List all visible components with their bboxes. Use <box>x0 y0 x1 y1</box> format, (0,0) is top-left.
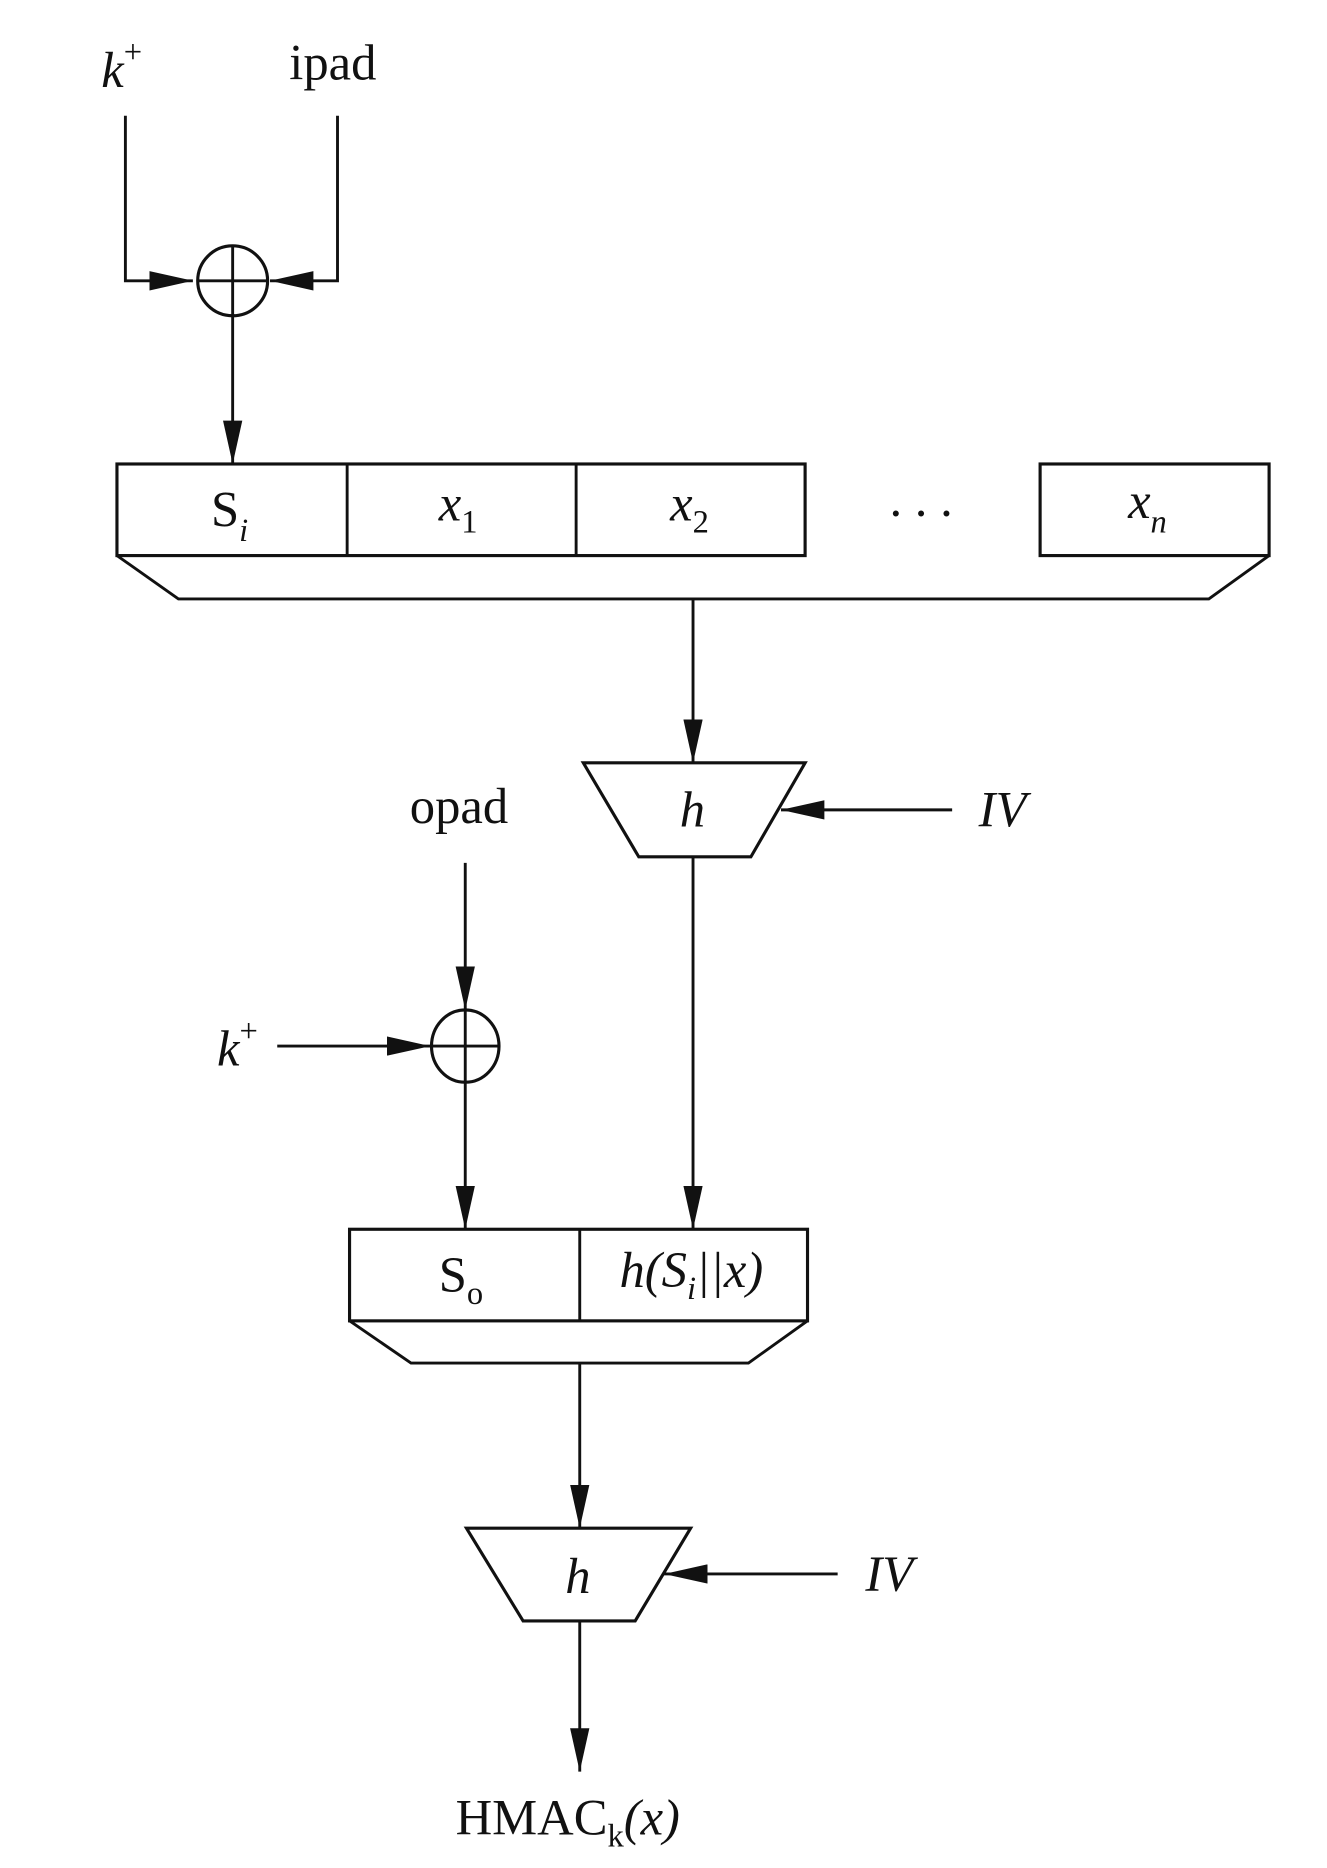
iv-top-label: IV <box>978 782 1032 838</box>
outer-message-row <box>347 1227 810 1365</box>
inner-message-row <box>115 462 1271 601</box>
inner-hash-label: h <box>680 782 705 838</box>
block-si: Si <box>211 482 248 549</box>
ipad-label: ipad <box>289 35 376 91</box>
iv-bottom-label: IV <box>864 1546 918 1602</box>
block-x1: x1 <box>438 476 478 541</box>
ipad-to-xor-arrow <box>270 115 339 291</box>
xor-mid-icon <box>429 1008 501 1084</box>
key-top-label: k+ <box>101 35 142 98</box>
block-xn: xn <box>1127 473 1167 540</box>
xor-top-icon <box>196 244 270 318</box>
block-inner-hash: h(Si||x) <box>620 1242 764 1307</box>
block-so: So <box>439 1247 483 1312</box>
key-mid-label: k+ <box>217 1013 258 1076</box>
outer-hash-block <box>463 1526 694 1623</box>
outer-hash-label: h <box>565 1548 590 1604</box>
hmac-output-label: HMACk(x) <box>456 1789 680 1854</box>
opad-label: opad <box>410 778 508 834</box>
key-to-xor-arrow <box>123 115 193 291</box>
block-x2: x2 <box>669 476 709 541</box>
ellipsis: . . . <box>889 471 952 527</box>
inner-hash-block <box>580 761 808 859</box>
